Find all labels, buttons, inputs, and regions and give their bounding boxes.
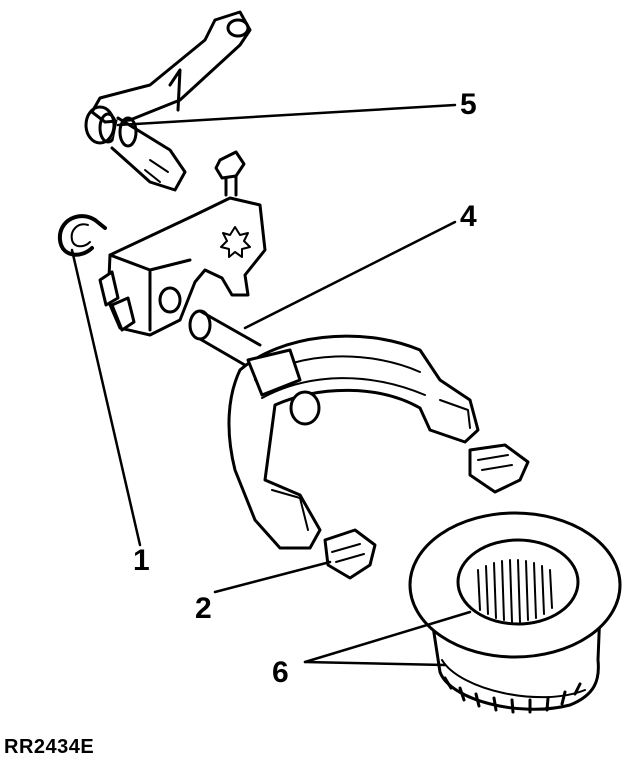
callout-6: 6 — [272, 656, 289, 689]
callout-1: 1 — [133, 544, 150, 577]
part-2-fork-pad — [323, 528, 377, 580]
leader-4 — [243, 220, 457, 330]
callout-5: 5 — [460, 88, 477, 121]
leader-6a — [303, 610, 472, 664]
part-6-coupler-gear — [408, 511, 622, 714]
part-4-shift-bracket — [98, 196, 267, 370]
part-1-retaining-clip — [57, 214, 107, 257]
leader-lines — [70, 103, 472, 667]
bracket-screw — [214, 150, 246, 197]
part-5-shift-lever — [84, 10, 252, 192]
callout-2: 2 — [195, 592, 212, 625]
callout-4: 4 — [460, 200, 477, 233]
fork-pad-right — [468, 443, 530, 494]
figure-code: RR2434E — [4, 736, 95, 758]
leader-5 — [116, 103, 457, 127]
leader-1 — [70, 248, 142, 547]
leader-2 — [213, 560, 332, 594]
shift-fork — [227, 334, 480, 550]
leader-6b — [303, 660, 447, 667]
